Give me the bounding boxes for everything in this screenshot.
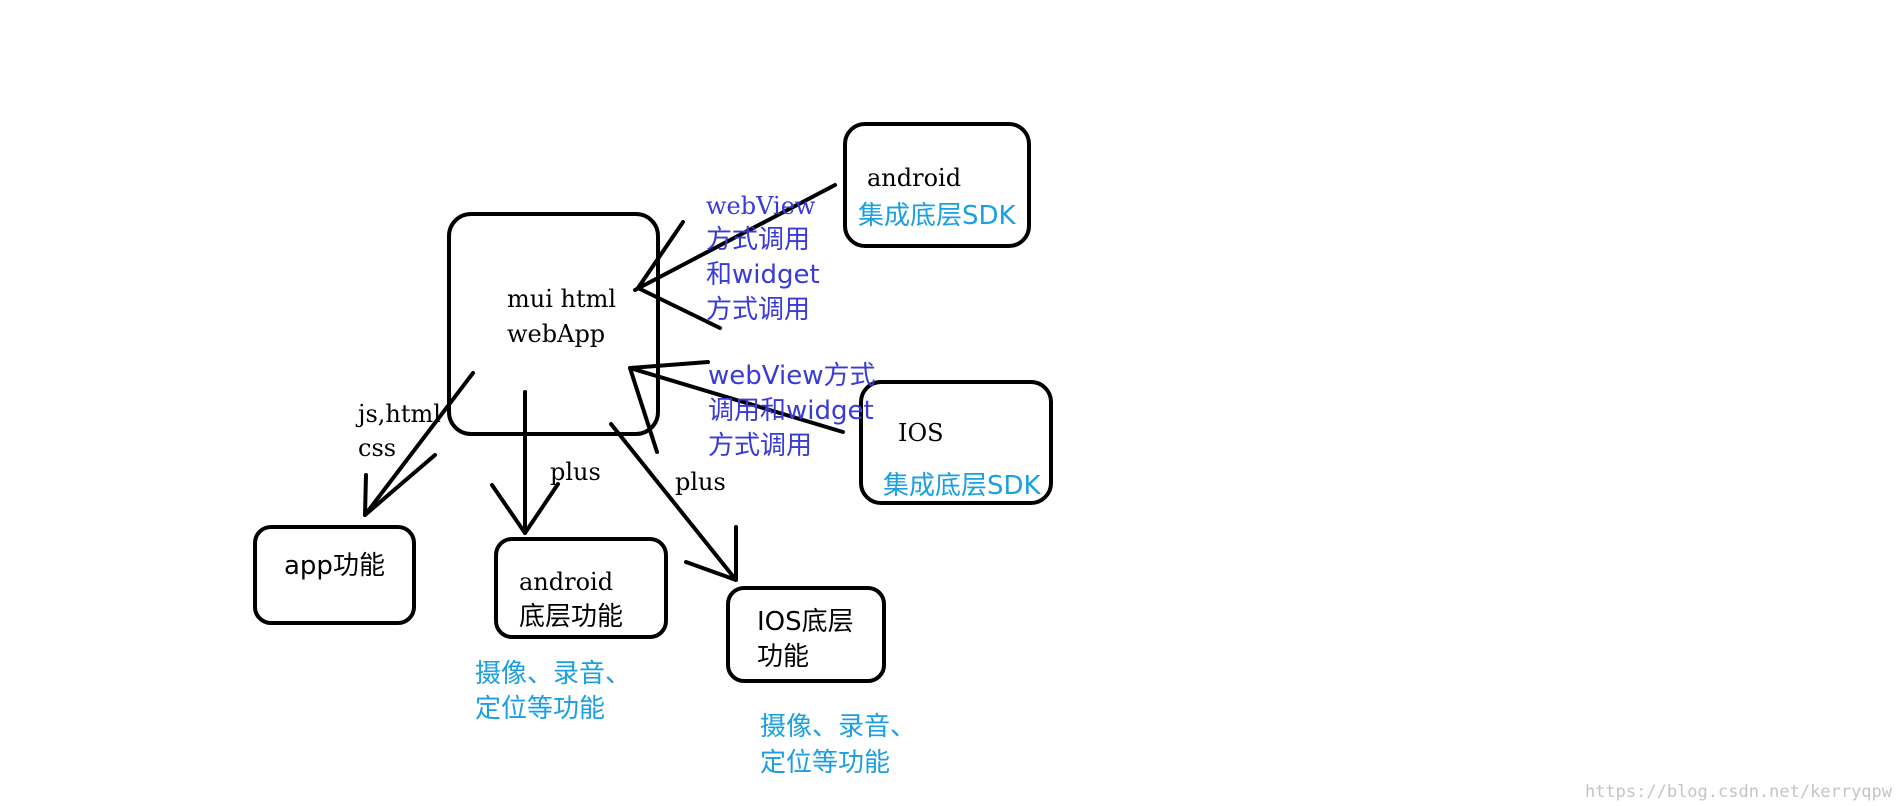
android-sdk-subtitle: 集成底层SDK (858, 201, 1017, 231)
note-android-features-line-2: 定位等功能 (475, 694, 605, 724)
label-android-to-mui-line-4: 方式调用 (706, 295, 810, 325)
label-mui-to-android: plus (550, 458, 601, 486)
android-native-line-1: android (519, 568, 613, 596)
label-android-to-mui-line-2: 方式调用 (706, 225, 810, 255)
label-mui-to-ios: plus (675, 468, 726, 496)
label-mui-to-app: js,html css (355, 400, 441, 462)
ios-native-box: IOS底层 功能 (726, 586, 886, 683)
mui-line-2: webApp (507, 320, 605, 348)
note-ios-features-line-2: 定位等功能 (760, 748, 890, 778)
label-android-to-mui-line-3: 和widget (706, 260, 820, 290)
android-native-line-2: 底层功能 (519, 602, 623, 632)
note-android-features: 摄像、录音、 定位等功能 (475, 659, 631, 724)
mui-line-1: mui html (507, 285, 616, 313)
arrow-mui-to-app (363, 371, 475, 517)
android-sdk-title: android (867, 164, 961, 192)
app-function-label: app功能 (284, 551, 385, 581)
label-ios-to-mui-line-1: webView方式 (708, 361, 875, 391)
watermark: https://blog.csdn.net/kerryqpw (1585, 782, 1893, 802)
label-android-to-mui: webView 方式调用 和widget 方式调用 (706, 192, 820, 325)
ios-native-line-2: 功能 (757, 642, 809, 672)
arrow-mui-to-ios (609, 422, 738, 582)
ios-sdk-title: IOS (898, 419, 944, 447)
arrow-android-to-mui (633, 183, 837, 330)
ios-sdk-box: IOS 集成底层SDK (859, 380, 1053, 505)
label-ios-to-mui-line-2: 调用和widget (708, 396, 874, 426)
note-android-features-line-1: 摄像、录音、 (475, 659, 631, 689)
ios-sdk-subtitle: 集成底层SDK (883, 471, 1042, 501)
note-ios-features: 摄像、录音、 定位等功能 (760, 712, 916, 778)
arrow-ios-to-mui (628, 360, 845, 454)
label-ios-to-mui: webView方式 调用和widget 方式调用 (708, 361, 875, 461)
arrow-mui-to-android (490, 390, 560, 535)
label-android-to-mui-line-1: webView (706, 192, 816, 220)
label-mui-to-app-line-1: js,html (355, 400, 441, 428)
app-function-box: app功能 (253, 525, 416, 625)
label-mui-to-app-line-2: css (358, 434, 396, 462)
label-ios-to-mui-line-3: 方式调用 (708, 431, 812, 461)
ios-native-line-1: IOS底层 (757, 607, 854, 637)
note-ios-features-line-1: 摄像、录音、 (760, 712, 916, 742)
android-native-box: android 底层功能 (494, 537, 668, 639)
android-sdk-box: android 集成底层SDK (843, 122, 1031, 248)
mui-webapp-box: mui html webApp (447, 212, 660, 436)
